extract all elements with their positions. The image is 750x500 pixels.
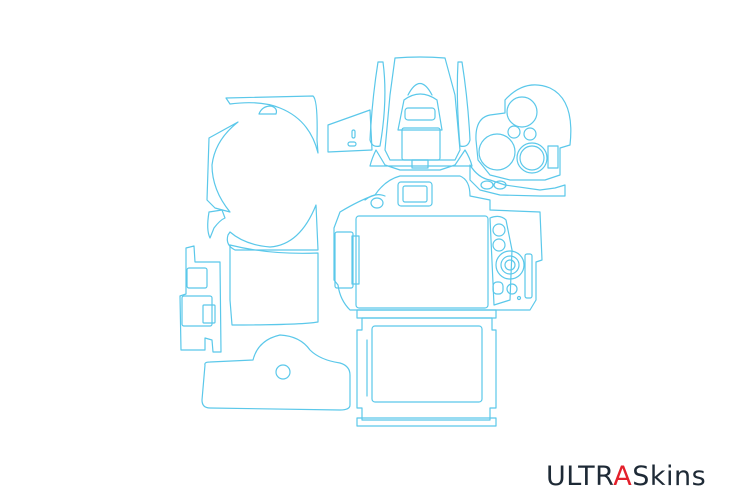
mode-dial-plate [327,109,373,153]
lens-mount-front-panel [206,121,319,251]
logo-text-part1: ULTR [546,461,614,492]
front-grip-panel [229,244,319,326]
logo-text-accent: A [613,461,633,492]
side-door-strip [179,245,222,353]
top-plate-right-wing [456,61,471,147]
ultraskins-logo: ULTRASkins [546,463,706,490]
left-strap-panel [225,95,319,154]
logo-text-part2: Skins [632,461,707,492]
rear-button-column [489,215,533,306]
rear-panel-with-lcd [333,175,543,311]
top-plate-prism-housing [384,56,461,169]
bottom-plate-with-lcd-cutout [356,309,497,427]
battery-door-piece [201,334,351,411]
top-dial-cluster [469,84,572,197]
shoulder-plate [369,149,473,171]
top-plate-left-wing [369,61,386,147]
